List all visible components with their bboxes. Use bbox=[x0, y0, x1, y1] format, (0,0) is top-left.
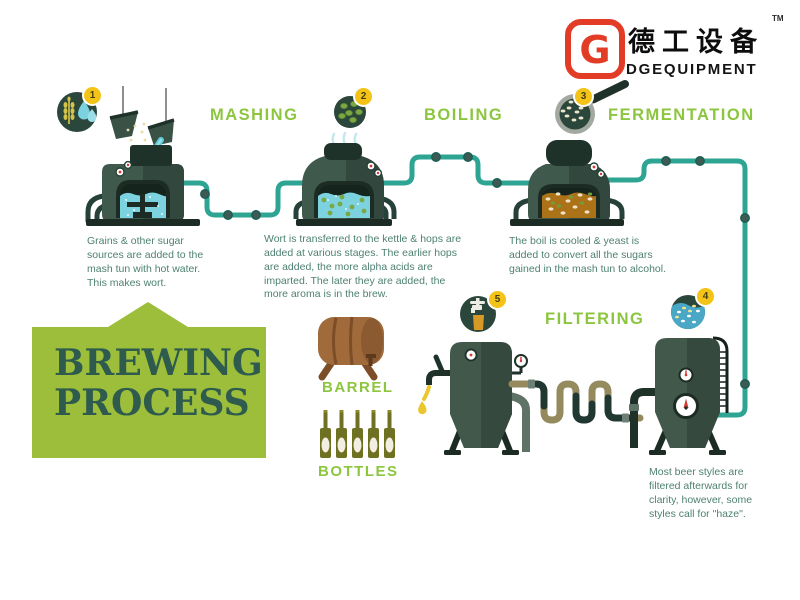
barrel-icon bbox=[318, 316, 384, 381]
logo-mark-icon: G bbox=[565, 19, 625, 79]
mashing-description: Grains & other sugar sources are added t… bbox=[87, 235, 204, 289]
mash-tun bbox=[85, 145, 200, 226]
stage-label-filtering: FILTERING bbox=[545, 310, 645, 328]
brand-name-en: DGEQUIPMENT bbox=[626, 61, 758, 78]
barrel-label: BARREL bbox=[322, 379, 394, 396]
bottles-icon bbox=[320, 410, 395, 458]
brand-name-cn: 德工设备 bbox=[628, 27, 764, 57]
filter-tank-left bbox=[418, 342, 530, 455]
step-badge-4: 4 bbox=[695, 286, 716, 307]
boil-kettle bbox=[293, 131, 397, 226]
trademark-symbol: TM bbox=[772, 14, 784, 23]
filtering-description: Most beer styles are filtered afterwards… bbox=[649, 466, 753, 520]
pipe-network bbox=[182, 154, 748, 418]
logo-letter: G bbox=[579, 28, 610, 72]
boiling-description: Wort is transferred to the kettle & hops… bbox=[264, 233, 462, 301]
filtered-liquid-icon bbox=[671, 295, 705, 330]
pipe-joints bbox=[200, 152, 750, 389]
serpentine-pipe bbox=[508, 379, 644, 424]
logo: G 德工设备 TM DGEQUIPMENT bbox=[560, 10, 796, 90]
stage-label-fermentation: FERMENTATION bbox=[608, 106, 755, 124]
step-badge-5: 5 bbox=[487, 289, 508, 310]
beer-tap-icon bbox=[460, 296, 496, 332]
title-line-1: BREWING bbox=[54, 342, 263, 384]
step-badge-2: 2 bbox=[353, 86, 374, 107]
fermenter bbox=[510, 140, 625, 226]
stage-label-mashing: MASHING bbox=[210, 106, 299, 124]
filter-tank-right bbox=[629, 336, 729, 455]
bottles-label: BOTTLES bbox=[318, 463, 399, 480]
fermentation-description: The boil is cooled & yeast is added to c… bbox=[509, 235, 667, 275]
title-banner: BREWING PROCESS bbox=[32, 302, 266, 458]
step-badge-1: 1 bbox=[82, 85, 103, 106]
stage-label-boiling: BOILING bbox=[424, 106, 504, 124]
step-badge-3: 3 bbox=[573, 86, 594, 107]
title-line-2: PROCESS bbox=[54, 382, 250, 425]
